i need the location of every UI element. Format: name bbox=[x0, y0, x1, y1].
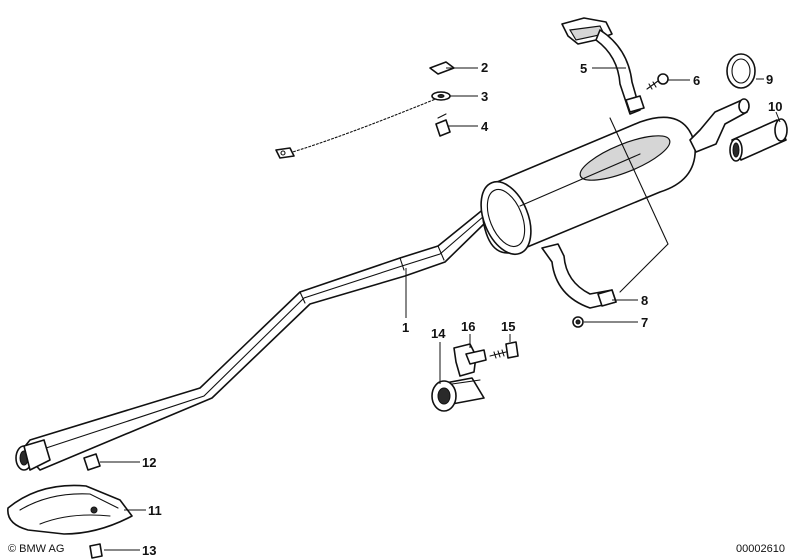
callout-10: 10 bbox=[768, 99, 782, 114]
hanger-screw[interactable] bbox=[646, 73, 669, 90]
callout-14: 14 bbox=[431, 326, 446, 341]
callout-8: 8 bbox=[641, 293, 648, 308]
heat-shield[interactable] bbox=[7, 484, 133, 535]
leader-lines bbox=[100, 67, 781, 551]
callout-16: 16 bbox=[461, 319, 475, 334]
lower-hanger[interactable] bbox=[541, 243, 617, 309]
mount-bracket[interactable] bbox=[453, 343, 487, 377]
shield-nut[interactable] bbox=[83, 453, 101, 471]
callout-9: 9 bbox=[766, 72, 773, 87]
wire-washer[interactable] bbox=[431, 91, 451, 101]
tail-pipe-sleeve[interactable] bbox=[729, 118, 788, 162]
tail-pipe[interactable] bbox=[689, 98, 750, 153]
mount-guide-line bbox=[609, 117, 669, 293]
callout-15: 15 bbox=[501, 319, 515, 334]
hanger-nut[interactable] bbox=[572, 316, 584, 328]
sensor-wire[interactable] bbox=[275, 97, 439, 159]
callout-1: 1 bbox=[402, 320, 409, 335]
callout-4: 4 bbox=[481, 119, 489, 134]
gasket-ring[interactable] bbox=[726, 53, 756, 89]
callout-5: 5 bbox=[580, 61, 587, 76]
figure-number: 00002610 bbox=[736, 543, 785, 555]
callout-11: 11 bbox=[148, 503, 162, 518]
callout-6: 6 bbox=[693, 73, 700, 88]
shield-bolt[interactable] bbox=[89, 543, 103, 559]
copyright-label: © BMW AG bbox=[8, 543, 64, 555]
mount-bolt[interactable] bbox=[489, 341, 519, 359]
callout-12: 12 bbox=[142, 455, 156, 470]
main-silencer[interactable] bbox=[471, 116, 696, 261]
upper-hanger[interactable] bbox=[561, 17, 645, 115]
callout-3: 3 bbox=[481, 89, 488, 104]
callout-7: 7 bbox=[641, 315, 648, 330]
callout-2: 2 bbox=[481, 60, 488, 75]
rubber-mount[interactable] bbox=[431, 377, 485, 412]
wire-screw[interactable] bbox=[435, 113, 451, 137]
callout-13: 13 bbox=[142, 543, 156, 558]
